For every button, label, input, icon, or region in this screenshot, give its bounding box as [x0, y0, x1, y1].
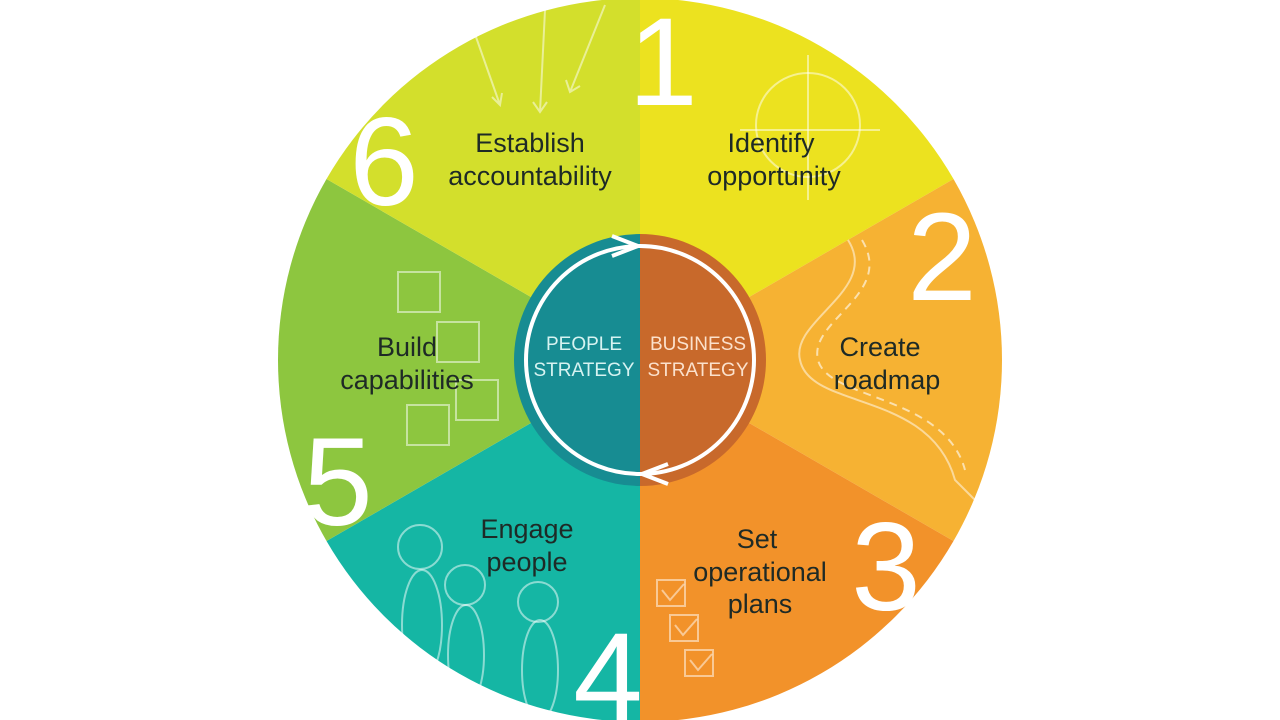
arrow-left-icon — [640, 462, 669, 486]
step-number-4: 4 — [573, 608, 643, 720]
step-number-1: 1 — [628, 0, 698, 132]
segment-2-wedge — [640, 179, 1002, 541]
segment-5-wedge — [278, 179, 640, 541]
people-icon — [397, 524, 559, 720]
blocks-icon — [397, 271, 499, 446]
converging-arrows-icon — [469, 4, 606, 114]
step-number-6: 6 — [349, 93, 419, 232]
road-icon — [798, 239, 976, 501]
arrow-right-icon — [611, 234, 640, 258]
checklist-icon — [656, 579, 714, 677]
step-number-3: 3 — [851, 498, 921, 637]
step-number-5: 5 — [303, 413, 373, 552]
crosshair-icon — [740, 55, 880, 200]
step-number-2: 2 — [907, 188, 977, 327]
